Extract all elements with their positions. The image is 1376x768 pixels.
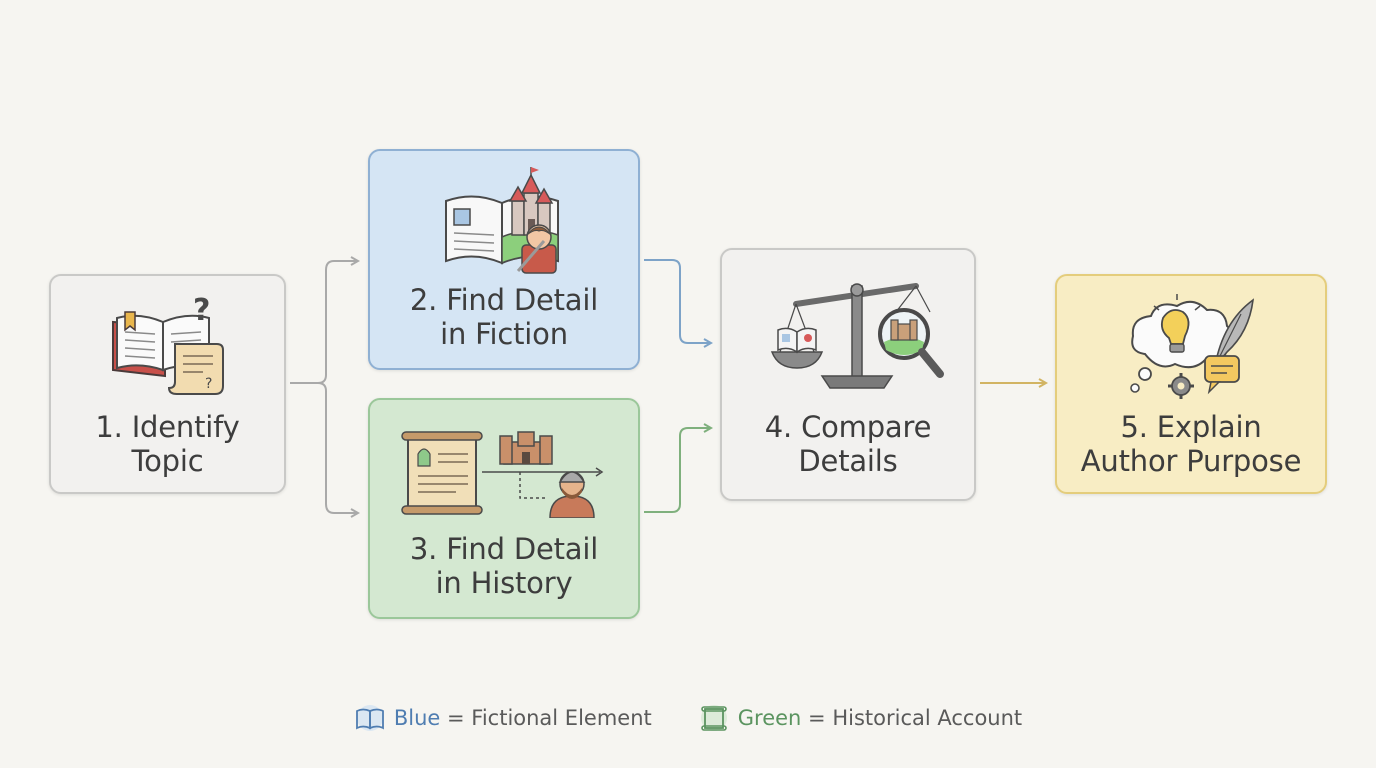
legend-item-green: Green = Historical Account bbox=[698, 704, 1022, 732]
legend-green-word: Green bbox=[737, 706, 802, 730]
legend: Blue = Fictional Element Green = Histori… bbox=[0, 700, 1376, 736]
legend-blue-word: Blue bbox=[393, 706, 441, 730]
svg-text:?: ? bbox=[193, 293, 210, 328]
connector-3-to-4 bbox=[644, 428, 711, 513]
legend-green-text: = Historical Account bbox=[801, 706, 1023, 730]
legend-blue-text: = Fictional Element bbox=[440, 706, 652, 730]
scroll-castle-soldier-icon bbox=[401, 431, 604, 518]
storybook-castle-knight-icon bbox=[445, 167, 559, 274]
balance-scale-magnifier-icon bbox=[770, 283, 944, 389]
thought-lightbulb-quill-icon bbox=[1130, 294, 1255, 399]
connector-1-to-2-3 bbox=[290, 261, 358, 513]
connector-2-to-4 bbox=[644, 259, 711, 343]
book-scroll-question-icon: ? ? bbox=[112, 293, 224, 395]
scroll-icon bbox=[700, 705, 727, 731]
open-book-icon bbox=[355, 705, 384, 731]
svg-text:?: ? bbox=[205, 376, 212, 392]
legend-item-blue: Blue = Fictional Element bbox=[354, 704, 652, 732]
